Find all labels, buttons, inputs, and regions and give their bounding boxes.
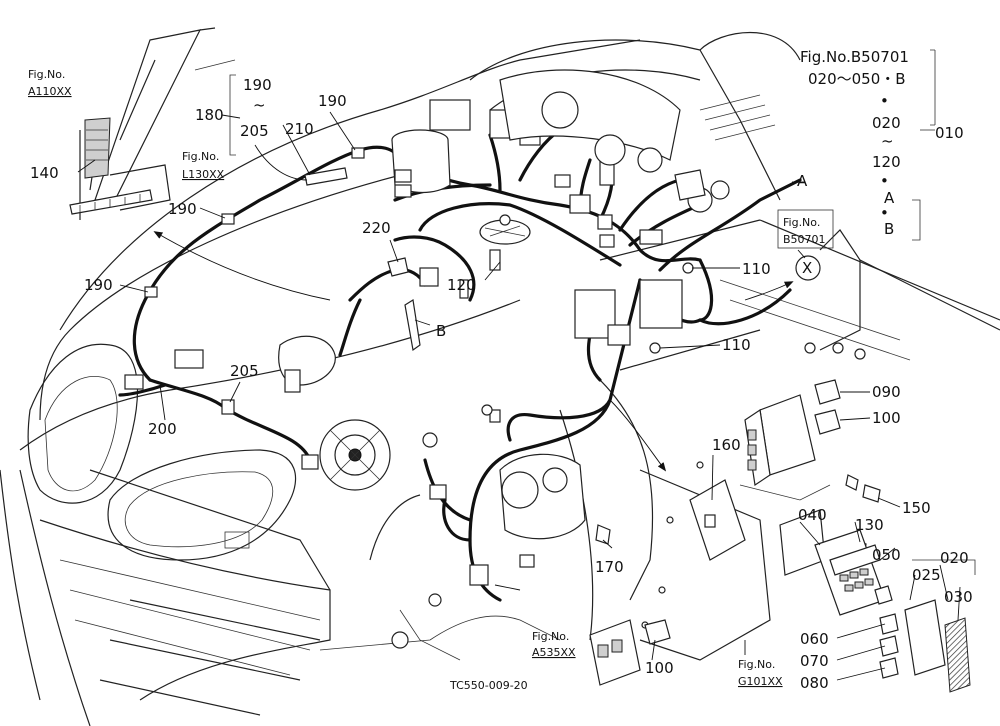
label-010: 010 bbox=[935, 124, 964, 142]
label-110-a: 110 bbox=[742, 260, 771, 278]
figref-b50701-label: Fig.No. bbox=[783, 216, 820, 229]
wiring-harness bbox=[118, 128, 802, 602]
note-line6: B bbox=[884, 220, 894, 238]
label-a-pointer: A bbox=[797, 172, 808, 190]
tilde-b: ~ bbox=[881, 132, 894, 150]
figure-references: Fig.No. A110XX Fig.No. L130XX Fig.No. B5… bbox=[28, 68, 834, 692]
note-line5: A bbox=[884, 189, 895, 207]
note-line2: 020～050・B bbox=[808, 70, 906, 88]
label-150: 150 bbox=[902, 499, 931, 517]
label-090: 090 bbox=[872, 383, 901, 401]
label-205-bottom: 205 bbox=[230, 362, 259, 380]
top-right-note: Fig.No.B50701 020～050・B • 020 ~ 120 • A … bbox=[800, 48, 909, 238]
hose-clamp-assembly bbox=[69, 27, 236, 220]
label-b-conn: B bbox=[436, 322, 446, 340]
figref-a535-code: A535XX bbox=[532, 646, 576, 659]
note-line1: Fig.No.B50701 bbox=[800, 48, 909, 66]
label-140: 140 bbox=[30, 164, 59, 182]
label-040: 040 bbox=[798, 506, 827, 524]
figref-g101-label: Fig.No. bbox=[738, 658, 775, 671]
label-210: 210 bbox=[285, 120, 314, 138]
note-dot1: • bbox=[880, 92, 889, 110]
label-100-b: 100 bbox=[645, 659, 674, 677]
label-070: 070 bbox=[800, 652, 829, 670]
label-025: 025 bbox=[912, 566, 941, 584]
figref-a535-label: Fig.No. bbox=[532, 630, 569, 643]
tilde-a: ~ bbox=[253, 96, 266, 114]
label-180: 180 bbox=[195, 106, 224, 124]
label-200: 200 bbox=[148, 420, 177, 438]
figref-l130-code: L130XX bbox=[182, 168, 225, 181]
label-220: 220 bbox=[362, 219, 391, 237]
label-205-top: 205 bbox=[240, 122, 269, 140]
label-060: 060 bbox=[800, 630, 829, 648]
leader-lines bbox=[77, 49, 976, 681]
label-080: 080 bbox=[800, 674, 829, 692]
figref-a110-code: A110XX bbox=[28, 85, 72, 98]
figref-a110-label: Fig.No. bbox=[28, 68, 65, 81]
label-170: 170 bbox=[595, 558, 624, 576]
tractor-body-outline bbox=[0, 31, 1000, 726]
note-line4: 120 bbox=[872, 153, 901, 171]
figref-b50701-frame bbox=[777, 209, 834, 249]
label-190-b: 190 bbox=[318, 92, 347, 110]
direction-arrows bbox=[153, 231, 794, 472]
label-x: X bbox=[802, 259, 812, 277]
label-190-d: 190 bbox=[84, 276, 113, 294]
label-110-b: 110 bbox=[722, 336, 751, 354]
harness-components bbox=[124, 69, 971, 693]
note-dot2: • bbox=[880, 172, 889, 190]
label-190-c: 190 bbox=[168, 200, 197, 218]
part-number-labels: 140 180 190 ~ 205 210 190 190 190 220 B … bbox=[30, 76, 973, 692]
label-160: 160 bbox=[712, 436, 741, 454]
label-190-top: 190 bbox=[243, 76, 272, 94]
figure-code: TC550-009-20 bbox=[449, 679, 528, 692]
label-100-a: 100 bbox=[872, 409, 901, 427]
label-050: 050 bbox=[872, 546, 901, 564]
label-130: 130 bbox=[855, 516, 884, 534]
note-dot3: • bbox=[880, 204, 889, 222]
figref-b50701-code: B50701 bbox=[783, 233, 826, 246]
figref-g101-code: G101XX bbox=[738, 675, 783, 688]
label-120: 120 bbox=[447, 276, 476, 294]
label-020: 020 bbox=[940, 549, 969, 567]
label-030: 030 bbox=[944, 588, 973, 606]
figref-l130-label: Fig.No. bbox=[182, 150, 219, 163]
note-line3: 020 bbox=[872, 114, 901, 132]
